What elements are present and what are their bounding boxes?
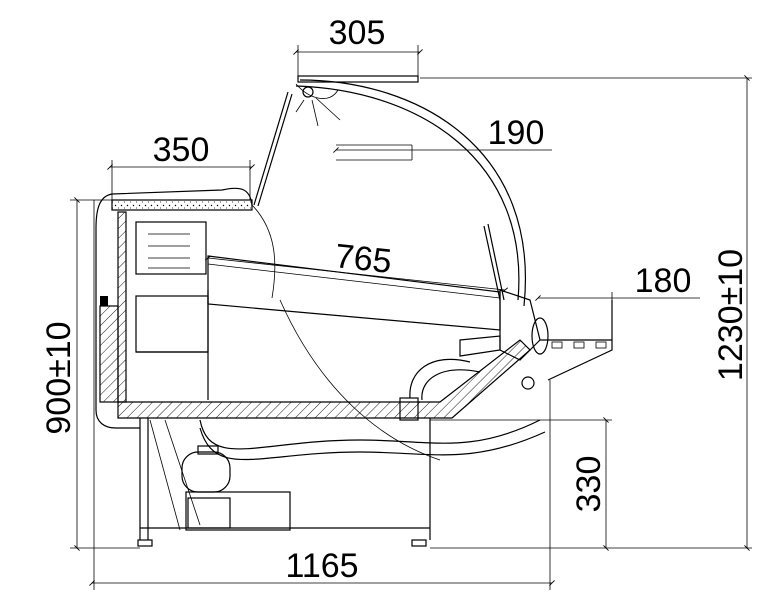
- dim-top-width: 305: [329, 14, 386, 52]
- dim-counter-height: 900±10: [40, 321, 78, 434]
- dim-inner-depth: 765: [333, 237, 393, 281]
- dim-total-height: 1230±10: [712, 249, 750, 381]
- cabinet-body: [95, 187, 613, 461]
- dim-base-height: 330: [570, 456, 608, 513]
- base-unit: [137, 418, 431, 547]
- dim-total-depth: 1165: [285, 547, 358, 585]
- dim-top-shelf-depth: 350: [153, 131, 210, 169]
- curved-glass: [253, 75, 526, 461]
- dim-front-overhang: 180: [635, 262, 692, 300]
- dim-shelf-depth: 190: [488, 114, 545, 152]
- dimension-lines: [70, 45, 752, 590]
